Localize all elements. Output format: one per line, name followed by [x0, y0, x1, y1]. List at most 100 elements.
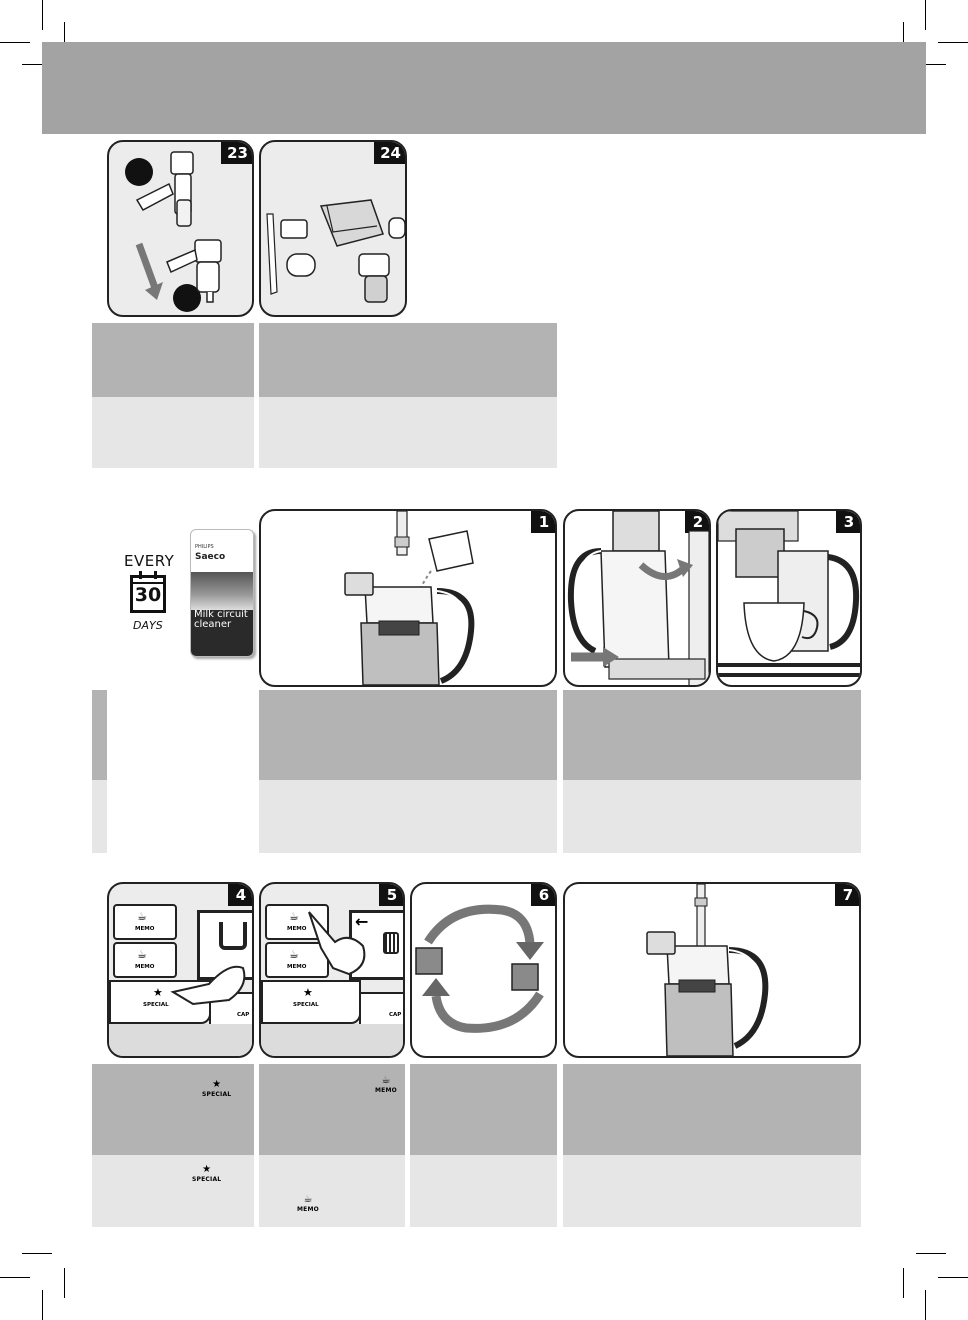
- crop-mark: [925, 1290, 926, 1320]
- crop-mark: [916, 1253, 946, 1254]
- package-band: [191, 610, 253, 656]
- special-label: SPECIAL: [202, 1091, 232, 1098]
- table-body-cell: [259, 780, 557, 853]
- memo-label: MEMO: [287, 964, 307, 970]
- figure-number: 24: [374, 142, 405, 164]
- package-photo: [191, 572, 253, 610]
- memo-label: MEMO: [375, 1087, 397, 1094]
- crop-mark: [22, 64, 52, 65]
- figure-number: 5: [379, 884, 403, 906]
- cup-icon: ☕: [137, 948, 147, 961]
- remove-carafe-illustration: [567, 511, 709, 685]
- table-body-cell: [563, 1155, 861, 1227]
- cappuccino-label: CAP: [237, 1012, 250, 1018]
- finger-press-illustration: [170, 965, 246, 1006]
- figure-number: 7: [835, 884, 859, 906]
- table-header-cell: [92, 690, 107, 780]
- special-inline-icon: ★ SPECIAL: [192, 1157, 221, 1183]
- arrow-left-icon: ←: [355, 912, 369, 931]
- table-header-cell: [259, 690, 557, 780]
- memo-button-2: ☕ MEMO: [265, 942, 329, 978]
- crop-mark: [22, 1253, 52, 1254]
- memo-label: MEMO: [135, 964, 155, 970]
- special-label: SPECIAL: [192, 1176, 222, 1183]
- disassembled-parts-illustration: [266, 199, 405, 303]
- table-body-cell: ★ SPECIAL: [92, 1155, 254, 1227]
- bottom-strip: [261, 1024, 403, 1056]
- figure-7: 7: [563, 882, 861, 1058]
- crop-mark: [903, 1268, 904, 1298]
- figure-number: 1: [531, 511, 555, 533]
- table-body-cell: [92, 780, 107, 853]
- special-inline-icon: ★ SPECIAL: [202, 1072, 231, 1098]
- table-body-cell: [563, 780, 861, 853]
- figure-5: 5 ☕ MEMO ☕ MEMO ← ★ SPECIAL CAP: [259, 882, 405, 1058]
- crop-mark: [64, 1268, 65, 1298]
- figure-number: 3: [836, 511, 860, 533]
- figure-2: 2: [563, 509, 711, 687]
- figure-4: 4 ☕ MEMO ☕ MEMO ★ SPECIAL CAP: [107, 882, 254, 1058]
- figure-1: 1: [259, 509, 557, 687]
- cup-icon: ☕: [303, 1194, 313, 1205]
- cup-icon: ☕: [289, 948, 299, 961]
- table-header-cell: [410, 1064, 557, 1155]
- carafe-with-cup-illustration: [718, 511, 860, 677]
- table-body-cell: [259, 397, 557, 468]
- memo-button-1: ☕ MEMO: [113, 904, 177, 940]
- figure-3: 3: [716, 509, 862, 687]
- memo-inline-icon: ☕ MEMO: [297, 1187, 319, 1213]
- memo-inline-icon: ☕ MEMO: [375, 1068, 397, 1094]
- table-header-cell: ☕ MEMO: [259, 1064, 405, 1155]
- figure-number: 2: [685, 511, 709, 533]
- special-button: ★ SPECIAL: [261, 980, 361, 1024]
- frequency-unit: DAYS: [133, 619, 163, 632]
- cycle-arrows-illustration: [415, 904, 544, 1033]
- star-cup-icon: ★: [153, 986, 163, 999]
- carafe-rinse-illustration: [646, 884, 769, 1056]
- memo-label: MEMO: [287, 926, 307, 932]
- table-header-cell: ★ SPECIAL: [92, 1064, 254, 1155]
- figure-number: 6: [531, 884, 555, 906]
- star-cup-icon: ★: [212, 1079, 222, 1090]
- crop-mark: [925, 0, 926, 30]
- table-header-cell: [92, 323, 254, 397]
- bottom-strip: [109, 1024, 252, 1056]
- crop-mark: [938, 1277, 968, 1278]
- figure-number: 23: [221, 142, 252, 164]
- crop-mark: [0, 1277, 30, 1278]
- header-bar: [42, 42, 926, 134]
- crop-mark: [916, 64, 946, 65]
- memo-label: MEMO: [297, 1206, 319, 1213]
- cup-icon: ☕: [289, 910, 299, 923]
- crop-mark: [42, 1290, 43, 1320]
- finger-press-illustration: [308, 911, 366, 976]
- cup-icon: ☕: [137, 910, 147, 923]
- package-title: Milk circuit cleaner: [194, 609, 248, 630]
- crop-mark: [42, 0, 43, 30]
- display-symbol: [219, 922, 247, 950]
- package-brand: PHILIPS: [195, 544, 214, 550]
- table-body-cell: ☕ MEMO: [259, 1155, 405, 1227]
- frequency-number: 30: [134, 584, 162, 606]
- package-logo: Saeco: [195, 552, 226, 562]
- table-header-cell: [259, 323, 557, 397]
- figure-23: 23: [107, 140, 254, 317]
- star-cup-icon: ★: [202, 1164, 212, 1175]
- memo-label: MEMO: [135, 926, 155, 932]
- carafe-icon: [383, 932, 399, 954]
- figure-6: 6: [410, 882, 557, 1058]
- table-body-cell: [410, 1155, 557, 1227]
- cappuccino-button: CAP: [359, 992, 403, 1026]
- figure-number: 4: [228, 884, 252, 906]
- calendar-icon: 30: [130, 571, 166, 613]
- special-label: SPECIAL: [293, 1002, 319, 1008]
- milk-tube-parts-illustration: [125, 151, 222, 312]
- milk-circuit-cleaner-package: PHILIPS Saeco Milk circuit cleaner: [190, 529, 254, 657]
- cappuccino-label: CAP: [389, 1012, 402, 1018]
- star-cup-icon: ★: [303, 986, 313, 999]
- table-header-cell: [563, 690, 861, 780]
- cup-icon: ☕: [381, 1075, 391, 1086]
- frequency-every: EVERY: [124, 552, 175, 570]
- crop-mark: [938, 42, 968, 43]
- carafe-cleaning-illustration: [344, 511, 475, 685]
